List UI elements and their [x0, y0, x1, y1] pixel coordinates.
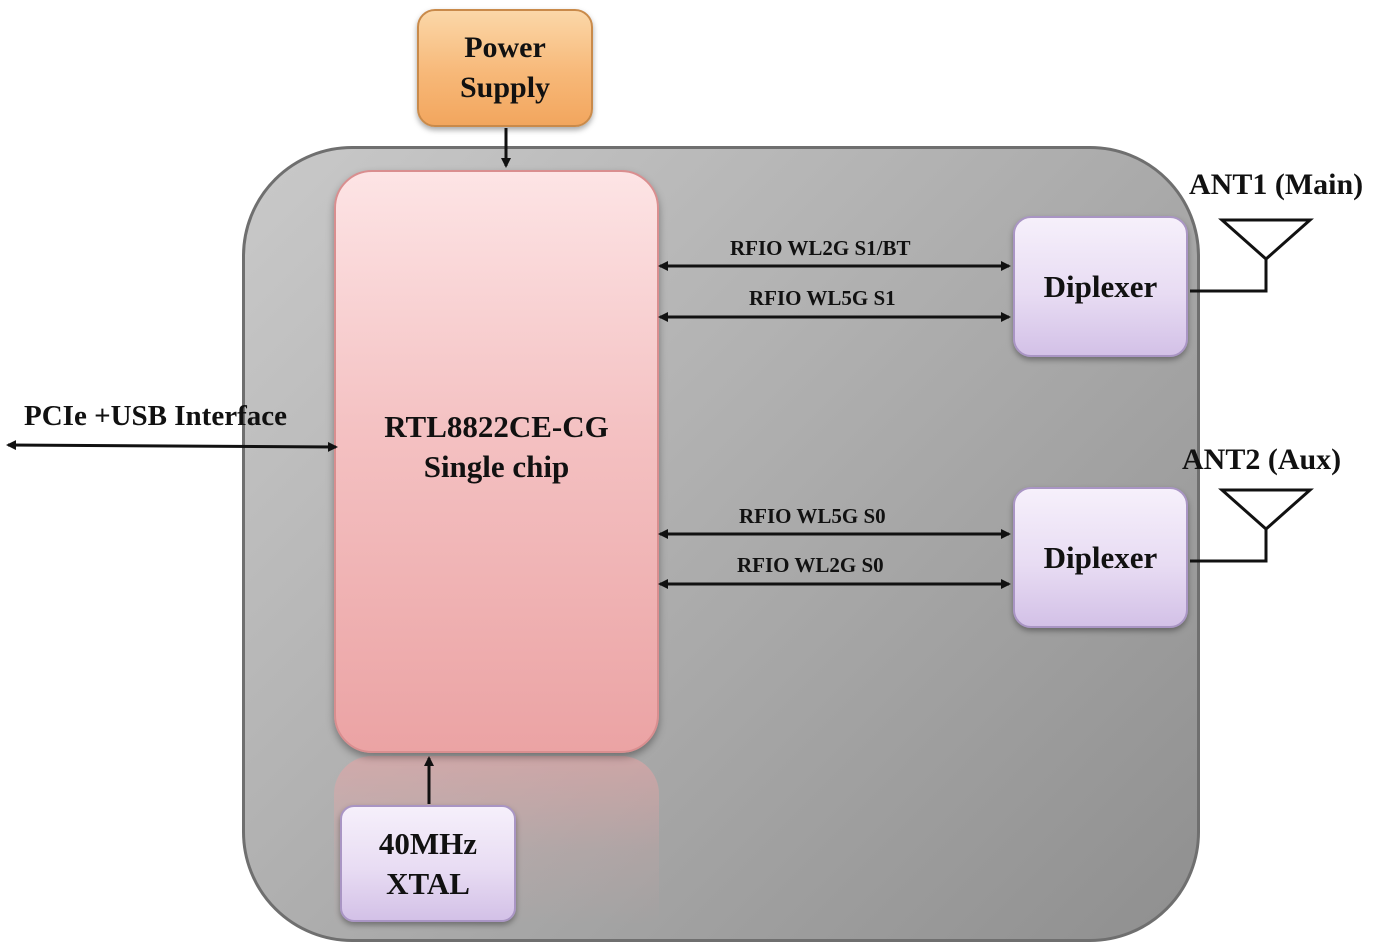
- chip-label-line1: RTL8822CE-CG: [384, 408, 609, 444]
- xtal-label-line2: XTAL: [386, 865, 470, 901]
- chip-label-line2: Single chip: [423, 448, 570, 484]
- power-supply-label-line1: Power: [464, 31, 546, 64]
- signal-label-s0-2g: RFIO WL2G S0: [737, 553, 884, 577]
- signal-label-s1-2g: RFIO WL2G S1/BT: [730, 236, 911, 260]
- power-supply-block: Power Supply: [417, 9, 593, 127]
- signal-label-s0-5g: RFIO WL5G S0: [739, 504, 886, 528]
- diplexer-aux-block: Diplexer: [1013, 487, 1188, 628]
- diplexer-main-label: Diplexer: [1043, 268, 1158, 304]
- interface-label: PCIe +USB Interface: [24, 400, 287, 432]
- interface-arrow: [6, 440, 338, 452]
- antenna-aux-label: ANT2 (Aux): [1182, 443, 1342, 476]
- xtal-block: 40MHz XTAL: [340, 805, 516, 922]
- xtal-label-line1: 40MHz: [378, 825, 478, 861]
- power-supply-label-line2: Supply: [459, 71, 551, 104]
- antenna-main-label: ANT1 (Main): [1189, 168, 1364, 201]
- antenna-main-icon: [1190, 218, 1314, 293]
- antenna-aux-icon: [1190, 488, 1314, 563]
- diplexer-main-block: Diplexer: [1013, 216, 1188, 357]
- signal-label-s1-5g: RFIO WL5G S1: [749, 286, 896, 310]
- rtl8822ce-chip-block: RTL8822CE-CG Single chip: [334, 170, 659, 753]
- diplexer-aux-label: Diplexer: [1043, 539, 1158, 575]
